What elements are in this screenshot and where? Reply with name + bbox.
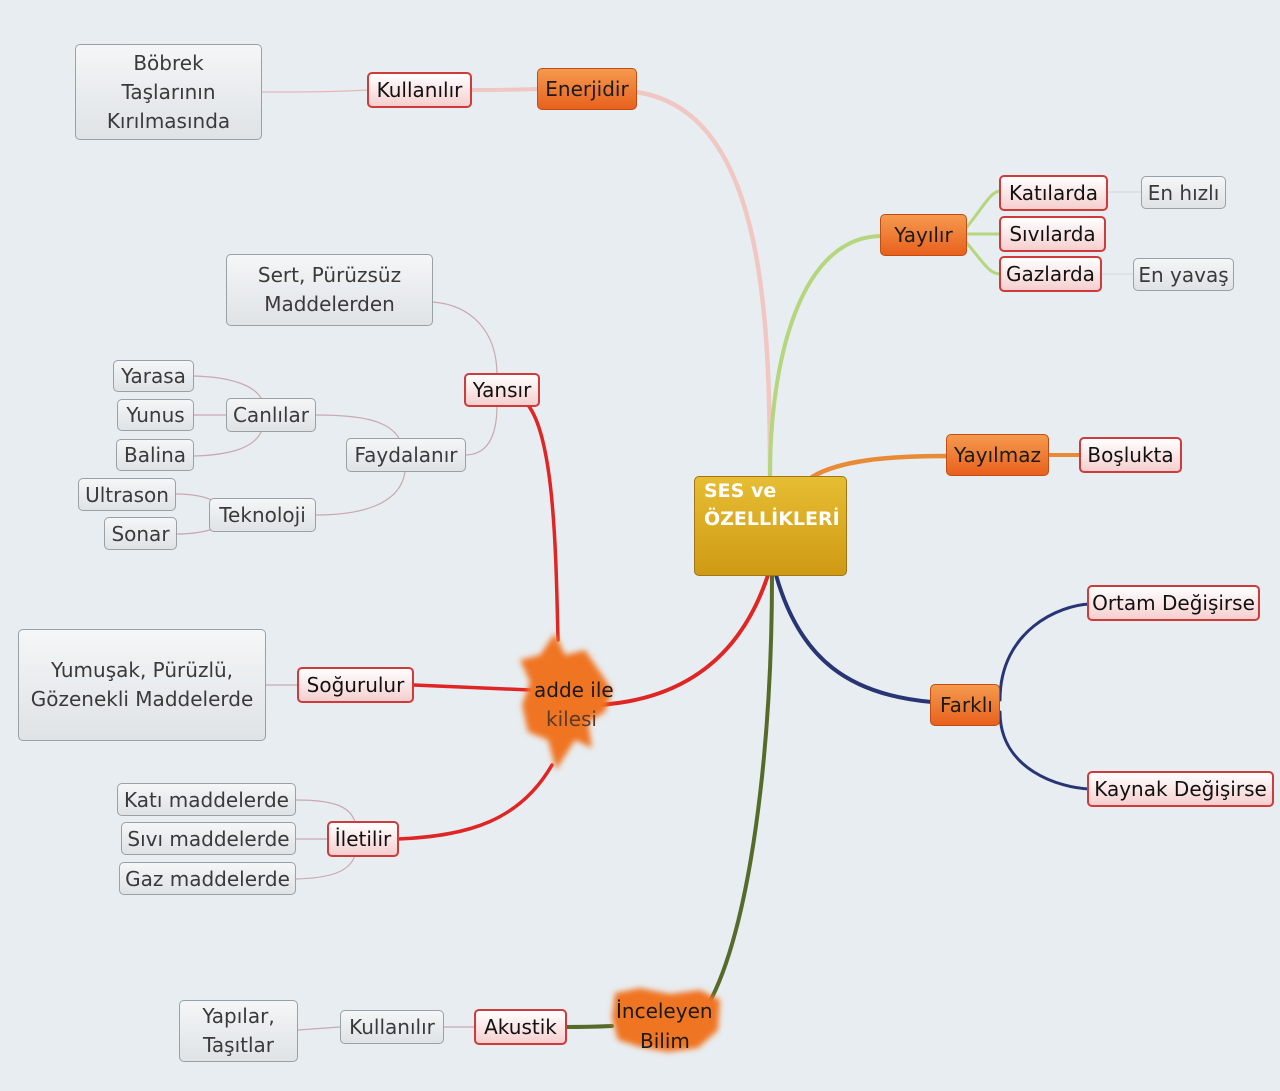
node-madde-line1[interactable]: adde ile — [534, 678, 614, 702]
node-yapilar[interactable]: Yapılar, Taşıtlar — [179, 1000, 298, 1062]
node-kati-maddelerde[interactable]: Katı maddelerde — [117, 783, 296, 816]
node-ortam-degisirse[interactable]: Ortam Değişirse — [1087, 585, 1260, 621]
link-yansir-sert — [432, 301, 498, 376]
node-gaz-maddelerde[interactable]: Gaz maddelerde — [119, 862, 296, 895]
link-farkli-source — [998, 710, 1092, 791]
link-canlilar-bat — [193, 375, 263, 401]
node-akustik[interactable]: Akustik — [474, 1009, 567, 1045]
link-farkli — [774, 573, 934, 704]
madde-splat — [520, 633, 612, 770]
node-madde-line2[interactable]: kilesi — [546, 707, 597, 731]
inceleyen-splat — [612, 988, 720, 1052]
link-iletilir-solid — [295, 799, 356, 823]
node-sert-line2: Maddelerden — [264, 292, 395, 316]
link-inceleyen — [706, 573, 774, 1007]
node-balina[interactable]: Balina — [116, 439, 194, 471]
node-inceleyen-kullanilir[interactable]: Kullanılır — [340, 1010, 444, 1044]
central-topic[interactable]: SES ve ÖZELLİKLERİ — [694, 476, 847, 576]
link-yansir-fayda — [464, 404, 498, 456]
link-fayda-canlilar — [315, 414, 401, 441]
node-canlilar[interactable]: Canlılar — [226, 398, 316, 432]
link-iletilir-gas — [295, 854, 356, 880]
node-inceleyen-line1[interactable]: İnceleyen — [616, 999, 713, 1023]
node-yumusak[interactable]: Yumuşak, Pürüzlü, Gözenekli Maddelerde — [18, 629, 266, 741]
node-yansir[interactable]: Yansır — [464, 373, 540, 407]
node-yumusak-line2: Gözenekli Maddelerde — [30, 687, 254, 711]
link-fayda-tekno — [315, 471, 406, 516]
node-bobrek[interactable]: Böbrek Taşlarının Kırılmasında — [75, 44, 262, 140]
link-yayilir-gas — [964, 240, 1002, 276]
node-yunus[interactable]: Yunus — [117, 399, 194, 431]
link-yayilir-solid — [964, 189, 1002, 230]
node-teknoloji[interactable]: Teknoloji — [209, 498, 316, 532]
node-yayilir[interactable]: Yayılır — [880, 214, 967, 256]
node-sogurulur[interactable]: Soğurulur — [297, 667, 414, 703]
node-en-yavas[interactable]: En yavaş — [1133, 258, 1234, 291]
node-bobrek-line1: Böbrek — [133, 50, 204, 75]
node-sivi-maddelerde[interactable]: Sıvı maddelerde — [121, 822, 296, 855]
link-yansir — [526, 403, 560, 642]
node-yapilar-line1: Yapılar, — [202, 1004, 275, 1028]
node-yayilmaz[interactable]: Yayılmaz — [946, 434, 1049, 476]
central-topic-line2: ÖZELLİKLERİ — [704, 508, 840, 530]
link-madde — [596, 573, 770, 707]
node-farkli[interactable]: Farklı İş — [930, 684, 1000, 726]
link-yayilmaz — [809, 453, 951, 480]
link-canlilar-whale — [193, 429, 263, 457]
link-farkli-medium — [998, 602, 1092, 702]
node-enerjidir-kullanilir[interactable]: Kullanılır — [367, 72, 472, 108]
node-enerjidir[interactable]: Enerjidir — [537, 68, 637, 110]
node-sert-puruzsuz[interactable]: Sert, Pürüzsüz Maddelerden — [226, 254, 433, 326]
node-yumusak-line1: Yumuşak, Pürüzlü, — [50, 658, 234, 682]
link-enerjidir — [633, 89, 773, 480]
node-gazlarda[interactable]: Gazlarda — [999, 256, 1102, 292]
node-en-hizli[interactable]: En hızlı — [1141, 176, 1226, 209]
node-sonar[interactable]: Sonar — [104, 517, 177, 550]
node-yarasa[interactable]: Yarasa — [113, 360, 194, 392]
node-inceleyen-line2[interactable]: Bilim — [640, 1029, 690, 1053]
node-kaynak-degisirse[interactable]: Kaynak Değişirse — [1087, 771, 1274, 807]
link-sogurulur — [412, 683, 532, 692]
link-inceleyen-akustik — [564, 1024, 614, 1029]
node-sivilarda[interactable]: Sıvılarda — [999, 216, 1106, 252]
node-sert-line1: Sert, Pürüzsüz — [257, 263, 402, 287]
node-yapilar-line2: Taşıtlar — [202, 1033, 274, 1057]
node-farkli-label: Farklı İş — [940, 693, 999, 717]
node-bobrek-line2: Taşlarının — [121, 79, 216, 104]
link-iletilir — [396, 763, 554, 841]
node-bobrek-line3: Kırılmasında — [106, 108, 231, 133]
node-faydalanir[interactable]: Faydalanır — [346, 438, 466, 472]
central-topic-line1: SES ve — [704, 480, 777, 502]
link-use-kidney — [261, 89, 369, 93]
node-katilarda[interactable]: Katılarda — [999, 175, 1108, 211]
link-use-vehicles — [297, 1026, 341, 1031]
node-iletilir[interactable]: İletilir — [327, 821, 399, 857]
link-enerjidir-use — [470, 87, 539, 92]
node-ultrason[interactable]: Ultrason — [78, 478, 176, 511]
link-yayilir — [768, 234, 884, 479]
node-bosluk[interactable]: Boşlukta — [1079, 437, 1182, 473]
